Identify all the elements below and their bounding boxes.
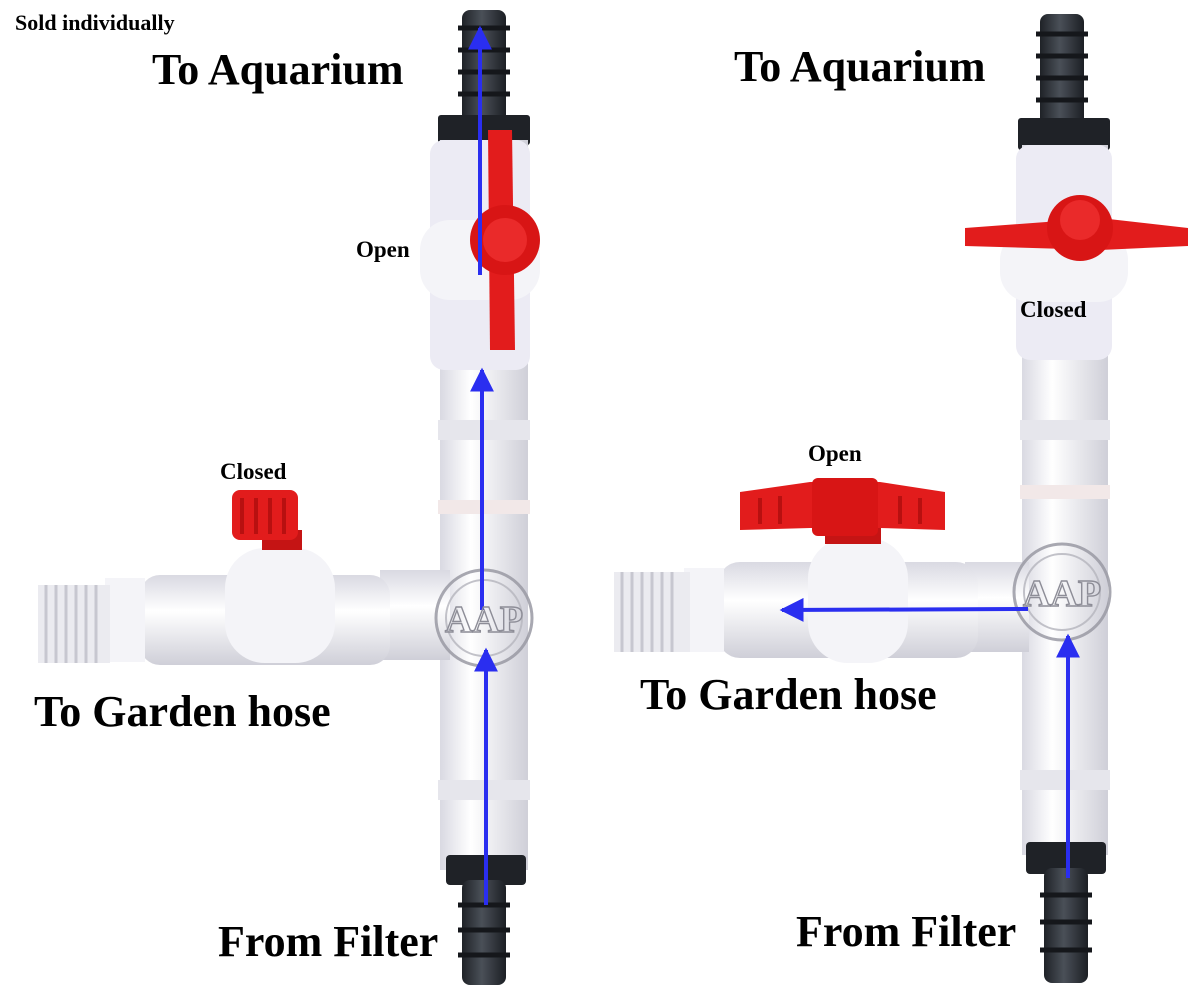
left-upper-valve-state: Open: [356, 237, 410, 262]
right-side-valve-state: Open: [808, 441, 862, 466]
left-branch-pipe: [380, 570, 450, 660]
right-logo-text: AAP: [1023, 573, 1101, 615]
left-logo-text: AAP: [445, 599, 523, 641]
sold-individually-note: Sold individually: [15, 10, 175, 35]
right-top-barb: [1018, 14, 1110, 150]
left-assembly: [38, 10, 540, 985]
left-upper-valve-handle: [470, 130, 540, 350]
right-from-filter-label: From Filter: [796, 907, 1017, 956]
right-upper-valve-handle: [965, 195, 1188, 261]
left-side-valve-state: Closed: [220, 459, 287, 484]
right-side-valve-handle: [740, 478, 945, 544]
left-from-filter-label: From Filter: [218, 917, 439, 966]
right-to-aquarium-label: To Aquarium: [734, 42, 986, 91]
left-top-barb: [438, 10, 530, 145]
left-to-aquarium-label: To Aquarium: [152, 45, 404, 94]
left-hose-thread: [38, 585, 110, 663]
right-assembly: [614, 14, 1188, 983]
right-to-garden-hose-label: To Garden hose: [640, 670, 937, 719]
right-upper-valve-state: Closed: [1020, 297, 1087, 322]
left-side-valve-handle: [232, 490, 302, 550]
left-to-garden-hose-label: To Garden hose: [34, 687, 331, 736]
right-flow-arrow-left: [779, 597, 1029, 622]
right-hose-thread: [614, 572, 690, 652]
